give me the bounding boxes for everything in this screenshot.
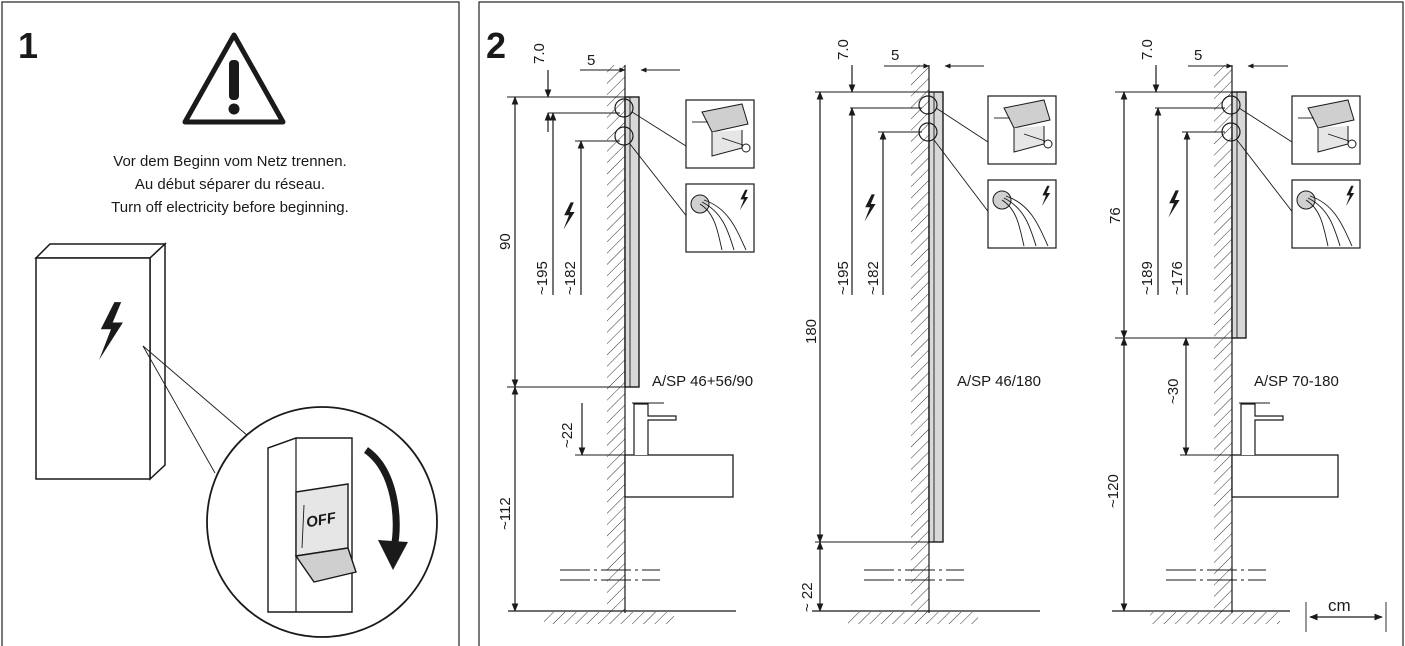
dim-b-label: ~176 xyxy=(1169,261,1186,295)
panel-2-frame xyxy=(478,1,1404,646)
diagram-a-sp-46-180: 7.0 5 180 ~195 ~182 ~ 22 A/SP 46/180 xyxy=(799,39,1041,624)
warning-line-fr: Au début séparer du réseau. xyxy=(135,176,325,193)
wall-gap-label: 5 xyxy=(1194,47,1202,64)
floor-height-label: ~120 xyxy=(1105,474,1122,508)
dim-a-label: ~195 xyxy=(534,261,551,295)
model-label: A/SP 46+56/90 xyxy=(652,373,753,390)
top-offset-label: 7.0 xyxy=(1139,39,1156,60)
cable-detail-icon xyxy=(1291,179,1361,249)
electrical-box xyxy=(34,242,167,481)
warning-icon xyxy=(182,32,286,125)
bracket-detail-icon xyxy=(1291,95,1361,165)
voltage-icon xyxy=(864,194,876,222)
voltage-icon xyxy=(563,202,575,230)
length-label: 90 xyxy=(497,233,514,250)
warning-line-en: Turn off electricity before beginning. xyxy=(111,199,349,216)
diagram-a-sp-46-56-90: 7.0 5 90 ~195 ~182 ~22 ~112 A/SP 46+56/9… xyxy=(497,43,753,624)
switch-zoom-circle: OFF xyxy=(206,406,438,638)
top-offset-label: 7.0 xyxy=(835,39,852,60)
bracket-detail-icon xyxy=(685,99,755,169)
cable-detail-icon xyxy=(685,183,755,253)
above-basin-label: ~22 xyxy=(559,423,576,448)
diagram-a-sp-70-180: 7.0 5 76 ~189 ~176 ~30 ~120 A/SP 70-180 xyxy=(1105,39,1339,624)
panel-2-number: 2 xyxy=(486,25,506,66)
unit-indicator: cm xyxy=(1305,596,1387,632)
wall-gap-label: 5 xyxy=(891,47,899,64)
floor-height-label: ~ 22 xyxy=(799,582,816,612)
dim-a-label: ~195 xyxy=(835,261,852,295)
above-basin-label: ~30 xyxy=(1165,379,1182,404)
bracket-detail-icon xyxy=(987,95,1057,165)
floor-height-label: ~112 xyxy=(497,497,514,530)
unit-label: cm xyxy=(1328,596,1351,615)
warning-line-de: Vor dem Beginn vom Netz trennen. xyxy=(113,153,346,170)
length-label: 76 xyxy=(1107,207,1124,224)
wall-gap-label: 5 xyxy=(587,52,595,69)
cable-detail-icon xyxy=(987,179,1057,249)
panel-1-frame xyxy=(1,1,460,646)
switch-down-arrow-icon xyxy=(363,447,408,570)
voltage-icon xyxy=(1168,190,1180,218)
model-label: A/SP 46/180 xyxy=(957,373,1041,390)
panel-1-number: 1 xyxy=(18,25,38,66)
dim-b-label: ~182 xyxy=(865,261,882,295)
length-label: 180 xyxy=(803,319,820,344)
model-label: A/SP 70-180 xyxy=(1254,373,1339,390)
top-offset-label: 7.0 xyxy=(531,43,548,64)
dim-b-label: ~182 xyxy=(562,261,579,295)
dim-a-label: ~189 xyxy=(1139,261,1156,295)
switch-off-label: OFF xyxy=(305,509,338,531)
